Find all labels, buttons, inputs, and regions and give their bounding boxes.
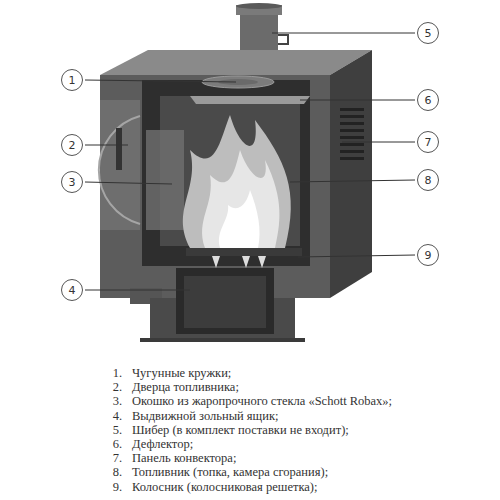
- part-name: Чугунные кружки;: [132, 366, 231, 380]
- list-number: 9.: [96, 480, 122, 494]
- callout-circle: 5: [417, 22, 439, 44]
- callout-circle: 9: [417, 244, 439, 266]
- callout-number: 9: [425, 250, 432, 261]
- part-name: Дефлектор;: [132, 437, 193, 451]
- list-number: 5.: [96, 423, 122, 437]
- list-number: 8.: [96, 465, 122, 479]
- callout-circle: 6: [417, 89, 439, 111]
- callout-number: 5: [425, 28, 432, 39]
- list-number: 1.: [96, 366, 122, 380]
- callout-number: 2: [69, 140, 76, 151]
- callout-number: 4: [69, 285, 76, 296]
- part-name: Окошко из жаропрочного стекла «Schott Ro…: [132, 394, 392, 408]
- callout-circle: 3: [61, 171, 83, 193]
- part-name: Колосник (колосниковая решетка);: [132, 480, 318, 494]
- callout-circle: 4: [61, 279, 83, 301]
- callout-circle: 8: [417, 169, 439, 191]
- part-name: Шибер (в комплект поставки не входит);: [132, 423, 349, 437]
- list-number: 3.: [96, 394, 122, 408]
- list-number: 7.: [96, 451, 122, 465]
- list-number: 6.: [96, 437, 122, 451]
- part-name: Дверца топливника;: [132, 380, 239, 394]
- part-name: Выдвижной зольный ящик;: [132, 409, 278, 423]
- callout-circle: 1: [61, 69, 83, 91]
- callout-circle: 7: [417, 131, 439, 153]
- list-number: 2.: [96, 380, 122, 394]
- callout-number: 7: [425, 137, 432, 148]
- callout-number: 3: [69, 177, 76, 188]
- callout-number: 6: [425, 95, 432, 106]
- callout-circle: 2: [61, 134, 83, 156]
- callout-number: 8: [425, 175, 432, 186]
- list-number: 4.: [96, 409, 122, 423]
- callout-number: 1: [69, 75, 76, 86]
- part-name: Топливник (топка, камера сгорания);: [132, 465, 328, 479]
- part-name: Панель конвектора;: [132, 451, 236, 465]
